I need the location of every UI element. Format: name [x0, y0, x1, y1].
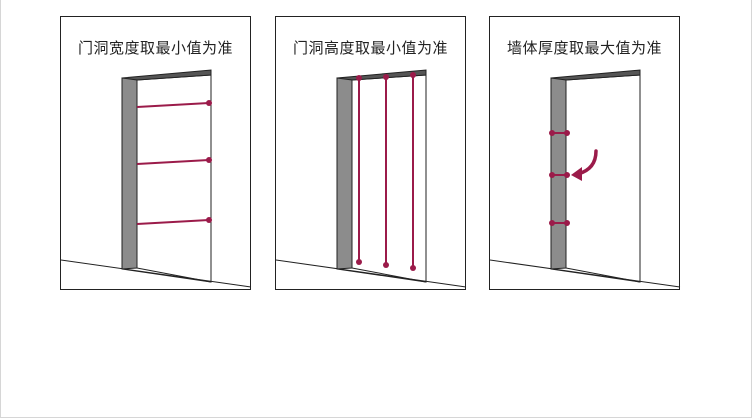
- left-jamb-shape: [336, 77, 353, 270]
- width-measure-line-middle: [136, 157, 212, 165]
- panel-title: 门洞高度取最小值为准: [292, 39, 448, 57]
- wall-thickness-illustration: [490, 69, 681, 288]
- left-jamb-shape: [550, 77, 567, 270]
- door-width-panel: 门洞宽度取最小值为准: [60, 16, 252, 290]
- thickness-measure-line-top: [549, 130, 570, 136]
- height-measure-line-left: [356, 75, 362, 265]
- curved-arrow-icon: [571, 149, 598, 181]
- door-height-panel: 门洞高度取最小值为准: [275, 16, 467, 290]
- wall-thickness-panel: 墙体厚度取最大值为准: [489, 16, 681, 290]
- door-width-illustration: [61, 69, 252, 288]
- height-measure-line-middle: [383, 74, 389, 268]
- panel-title: 墙体厚度取最大值为准: [506, 39, 662, 57]
- width-measure-line-bottom: [136, 217, 212, 225]
- door-height-illustration: [276, 69, 467, 288]
- width-measure-line-top: [136, 100, 212, 108]
- panel-title: 门洞宽度取最小值为准: [77, 39, 233, 57]
- thickness-measure-line-bottom: [549, 220, 570, 226]
- height-measure-line-right: [410, 72, 416, 271]
- thickness-measure-line-middle: [549, 172, 570, 178]
- left-jamb-shape: [121, 77, 138, 270]
